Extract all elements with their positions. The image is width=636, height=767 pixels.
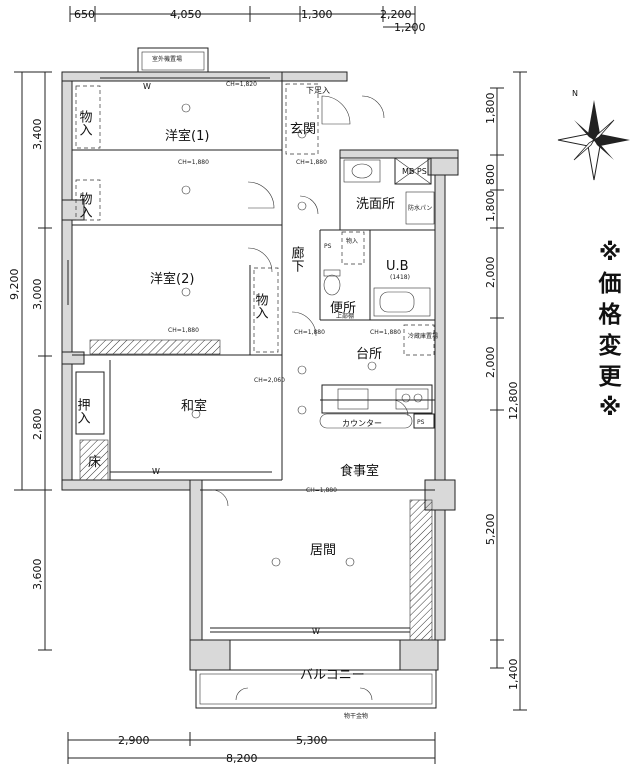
dim-left-3400: 3,400 <box>31 119 44 151</box>
outdoor-unit-area: 室外機置場 <box>137 47 209 73</box>
window-w-3: W <box>312 627 320 636</box>
closet4-label: 物入 <box>346 237 358 245</box>
ch-label-6: CH=1,880 <box>306 487 337 494</box>
window-w-2: W <box>152 467 160 476</box>
dim-top-1300: 1,300 <box>301 8 333 21</box>
ch-label-7: CH=1,880 <box>294 329 325 336</box>
notice-char-3: 格 <box>598 302 622 328</box>
price-change-notice: ※ 価 格 変 更 ※ <box>597 238 623 424</box>
under-floor-label: 上部棚 <box>336 312 354 320</box>
dim-top-650: 650 <box>74 8 95 21</box>
unit-bath <box>373 287 431 317</box>
room-labels: 洋室(1) 洋室(2) 和室 居間 食事室 台所 洗面所 玄関 廊下 便所 U.… <box>75 86 410 720</box>
dim-right-5200: 5,200 <box>484 514 497 546</box>
counter-label: カウンター <box>342 419 382 428</box>
room-living-label: 居間 <box>310 543 336 558</box>
room-toilet-label: 便所 <box>330 301 356 316</box>
right-dimensions: 1,800 800 1,800 2,000 12,800 2,000 5,200… <box>484 71 527 711</box>
dim-bottom-2900: 2,900 <box>118 734 150 747</box>
closet1-label: 物入 <box>77 110 93 136</box>
room-corridor-label: 廊下 <box>289 245 305 272</box>
room-kitchen-label: 台所 <box>356 347 382 362</box>
kitchen-fixtures: 冷蔵庫置場 PS <box>319 324 438 429</box>
fridge-label: 冷蔵庫置場 <box>408 332 438 340</box>
room-entrance-label: 玄関 <box>290 122 316 137</box>
dim-left-3600: 3,600 <box>31 559 44 591</box>
kitchen-ps-label: PS <box>417 419 425 426</box>
room-washroom-label: 洗面所 <box>356 197 395 212</box>
washroom-fixtures: 防水パン <box>343 159 435 225</box>
compass-rose: N <box>557 89 630 181</box>
oshiire-label: 押入 <box>75 398 91 424</box>
dim-right-12800: 12,800 <box>507 382 520 421</box>
dim-right-1400: 1,400 <box>507 659 520 691</box>
outer-walls <box>61 71 459 671</box>
bottom-dimensions: 2,900 5,300 8,200 <box>67 732 436 765</box>
left-dimensions: 3,400 9,200 3,000 2,800 3,600 <box>8 71 52 651</box>
notice-char-1: ※ <box>598 240 622 266</box>
hatched-partitions <box>79 339 433 641</box>
closet2-label: 物入 <box>77 192 93 218</box>
room-western1-label: 洋室(1) <box>165 128 209 144</box>
dim-right-2000a: 2,000 <box>484 257 497 289</box>
door-swings <box>211 95 409 507</box>
room-western2-label: 洋室(2) <box>150 271 194 287</box>
outdoor-unit-label: 室外機置場 <box>152 55 182 63</box>
room-washitsu-label: 和室 <box>181 398 207 414</box>
shoe-box-label: 下足入 <box>306 86 330 95</box>
compass-north-label: N <box>572 89 578 98</box>
notice-char-4: 変 <box>598 333 622 359</box>
dim-left-3000: 3,000 <box>31 279 44 311</box>
window-w-1: W <box>143 82 151 91</box>
ch-label-4: CH=1,880 <box>296 159 327 166</box>
laundry-hardware-label: 物干金物 <box>344 712 368 720</box>
closets <box>75 83 365 435</box>
ch-label-2: CH=1,880 <box>178 159 209 166</box>
ch-label-8: CH=2,060 <box>254 377 285 384</box>
notice-char-2: 価 <box>598 271 622 297</box>
toilet-fixture <box>323 269 341 296</box>
balcony <box>195 669 437 709</box>
ch-label-5: CH=1,880 <box>370 329 401 336</box>
dim-left-9200: 9,200 <box>8 269 21 301</box>
closet3-label: 物入 <box>253 293 269 319</box>
ch-label-3: CH=1,880 <box>168 327 199 334</box>
unit-bath-size-label: (1418) <box>390 274 410 281</box>
dim-bottom-5300: 5,300 <box>296 734 328 747</box>
ch-label-1: CH=1,820 <box>226 81 257 88</box>
room-unit-bath-label: U.B <box>386 259 409 274</box>
ceiling-lights <box>181 103 377 567</box>
room-balcony-label: バルコニー <box>300 668 365 683</box>
dim-right-1800a: 1,800 <box>484 93 497 125</box>
dim-top-1200: 1,200 <box>394 21 426 34</box>
tokonoma-label: 床 <box>88 455 101 470</box>
mb-ps-label: MB PS <box>402 167 427 176</box>
room-dining-label: 食事室 <box>340 463 379 479</box>
dim-right-1800b: 1,800 <box>484 191 497 223</box>
corridor-ps-label: PS <box>324 243 332 250</box>
dim-bottom-8200: 8,200 <box>226 752 258 765</box>
waterproof-pan-label: 防水パン <box>408 204 432 212</box>
notice-char-6: ※ <box>598 395 622 421</box>
dim-right-800: 800 <box>484 164 497 185</box>
ceiling-height-labels: CH=1,820 CH=1,880 CH=1,880 CH=1,880 CH=1… <box>143 81 401 636</box>
dim-top-2200: 2,200 <box>380 8 412 21</box>
mb-ps-box: MB PS <box>394 157 432 185</box>
notice-char-5: 更 <box>598 364 622 390</box>
top-dimensions: 650 4,050 1,300 2,200 1,200 <box>69 6 426 34</box>
dim-left-2800: 2,800 <box>31 409 44 441</box>
dim-right-2000b: 2,000 <box>484 347 497 379</box>
interior-walls <box>72 81 435 641</box>
windows <box>67 77 410 633</box>
dim-top-4050: 4,050 <box>170 8 202 21</box>
